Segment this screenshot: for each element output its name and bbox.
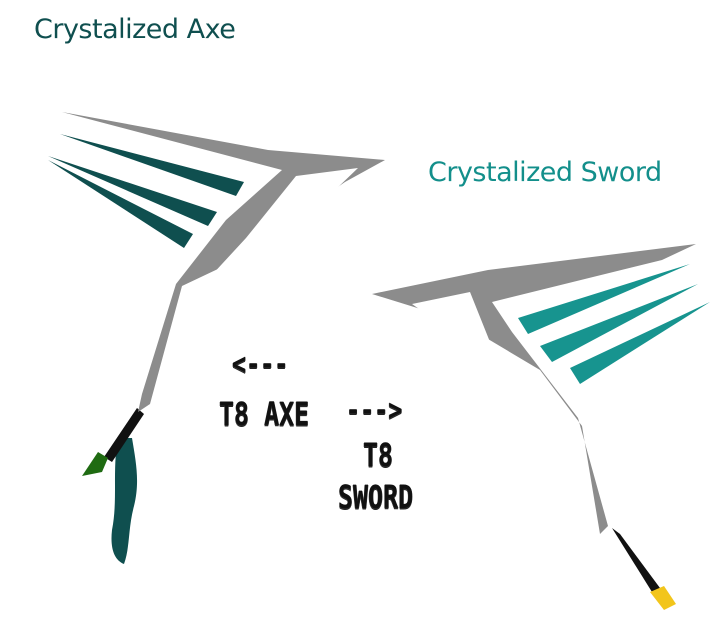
axe-blade [62,112,385,412]
sword-title: Crystalized Sword [428,157,662,188]
axe-label-annotation: T8 AXE [219,395,310,433]
right-arrow-annotation: ---> [346,393,403,428]
sword-tier-annotation: T8 [363,436,394,474]
axe-ribbon [111,438,138,564]
sword-blade-highlight [412,292,560,416]
left-arrow-annotation: <--- [232,347,289,382]
axe-handle [104,408,144,462]
axe-gem [82,452,108,476]
axe-crystal-stripe-1 [60,134,244,196]
sword-label-annotation: SWORD [338,478,414,516]
sword-gem [650,586,676,610]
sword-crystal-stripe-2 [540,284,698,362]
sword-handle [612,528,660,592]
crystalized-sword-illustration [372,244,710,610]
axe-crystal-stripe-2 [48,156,217,226]
axe-title: Crystalized Axe [34,14,236,45]
axe-crystal-stripe-3 [48,160,193,248]
sword-crystal-stripe-1 [518,264,690,334]
sword-crystal-stripe-3 [570,302,710,384]
crystalized-axe-illustration [48,112,385,564]
